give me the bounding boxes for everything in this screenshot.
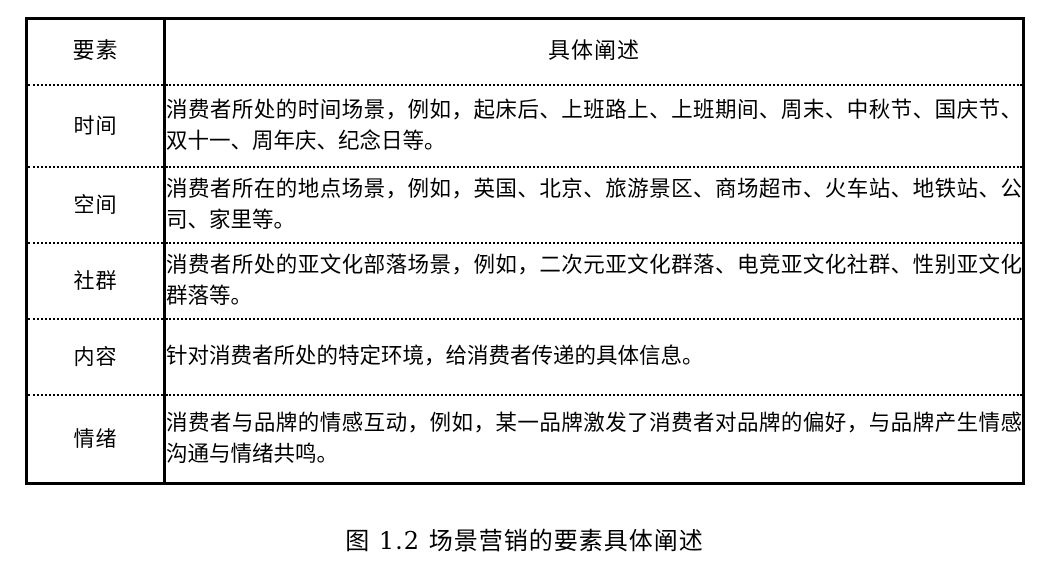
row-element-community: 社群: [26, 243, 166, 320]
table-header-row: 要素 具体阐述: [26, 18, 1024, 86]
row-description-time: 消费者所处的时间场景，例如，起床后、上班路上、上班期间、周末、中秋节、国庆节、双…: [164, 85, 1024, 168]
row-element-space: 空间: [26, 167, 166, 244]
table-row: 空间 消费者所在的地点场景，例如，英国、北京、旅游景区、商场超市、火车站、地铁站…: [26, 167, 1024, 244]
table-row: 情绪 消费者与品牌的情感互动，例如，某一品牌激发了消费者对品牌的偏好，与品牌产生…: [26, 395, 1024, 484]
table-row: 时间 消费者所处的时间场景，例如，起床后、上班路上、上班期间、周末、中秋节、国庆…: [26, 85, 1024, 168]
scene-marketing-elements-table: 要素 具体阐述 时间 消费者所处的时间场景，例如，起床后、上班路上、上班期间、周…: [25, 17, 1025, 485]
row-description-community: 消费者所处的亚文化部落场景，例如，二次元亚文化群落、电竞亚文化社群、性别亚文化群…: [164, 243, 1024, 320]
row-description-emotion: 消费者与品牌的情感互动，例如，某一品牌激发了消费者对品牌的偏好，与品牌产生情感沟…: [166, 410, 1022, 467]
table-row: 内容 针对消费者所处的特定环境，给消费者传递的具体信息。: [26, 319, 1024, 396]
header-cell-description: 具体阐述: [164, 18, 1024, 86]
row-element-emotion: 情绪: [26, 395, 166, 484]
row-element-content: 内容: [26, 319, 166, 396]
figure-caption: 图 1.2 场景营销的要素具体阐述: [345, 527, 704, 555]
header-cell-element: 要素: [26, 18, 166, 86]
row-element-time: 时间: [26, 85, 166, 168]
elements-table-container: 要素 具体阐述 时间 消费者所处的时间场景，例如，起床后、上班路上、上班期间、周…: [25, 17, 1025, 485]
row-description-content: 针对消费者所处的特定环境，给消费者传递的具体信息。: [164, 319, 1024, 396]
table-row: 社群 消费者所处的亚文化部落场景，例如，二次元亚文化群落、电竞亚文化社群、性别亚…: [26, 243, 1024, 320]
row-description-space: 消费者所在的地点场景，例如，英国、北京、旅游景区、商场超市、火车站、地铁站、公司…: [164, 167, 1024, 244]
